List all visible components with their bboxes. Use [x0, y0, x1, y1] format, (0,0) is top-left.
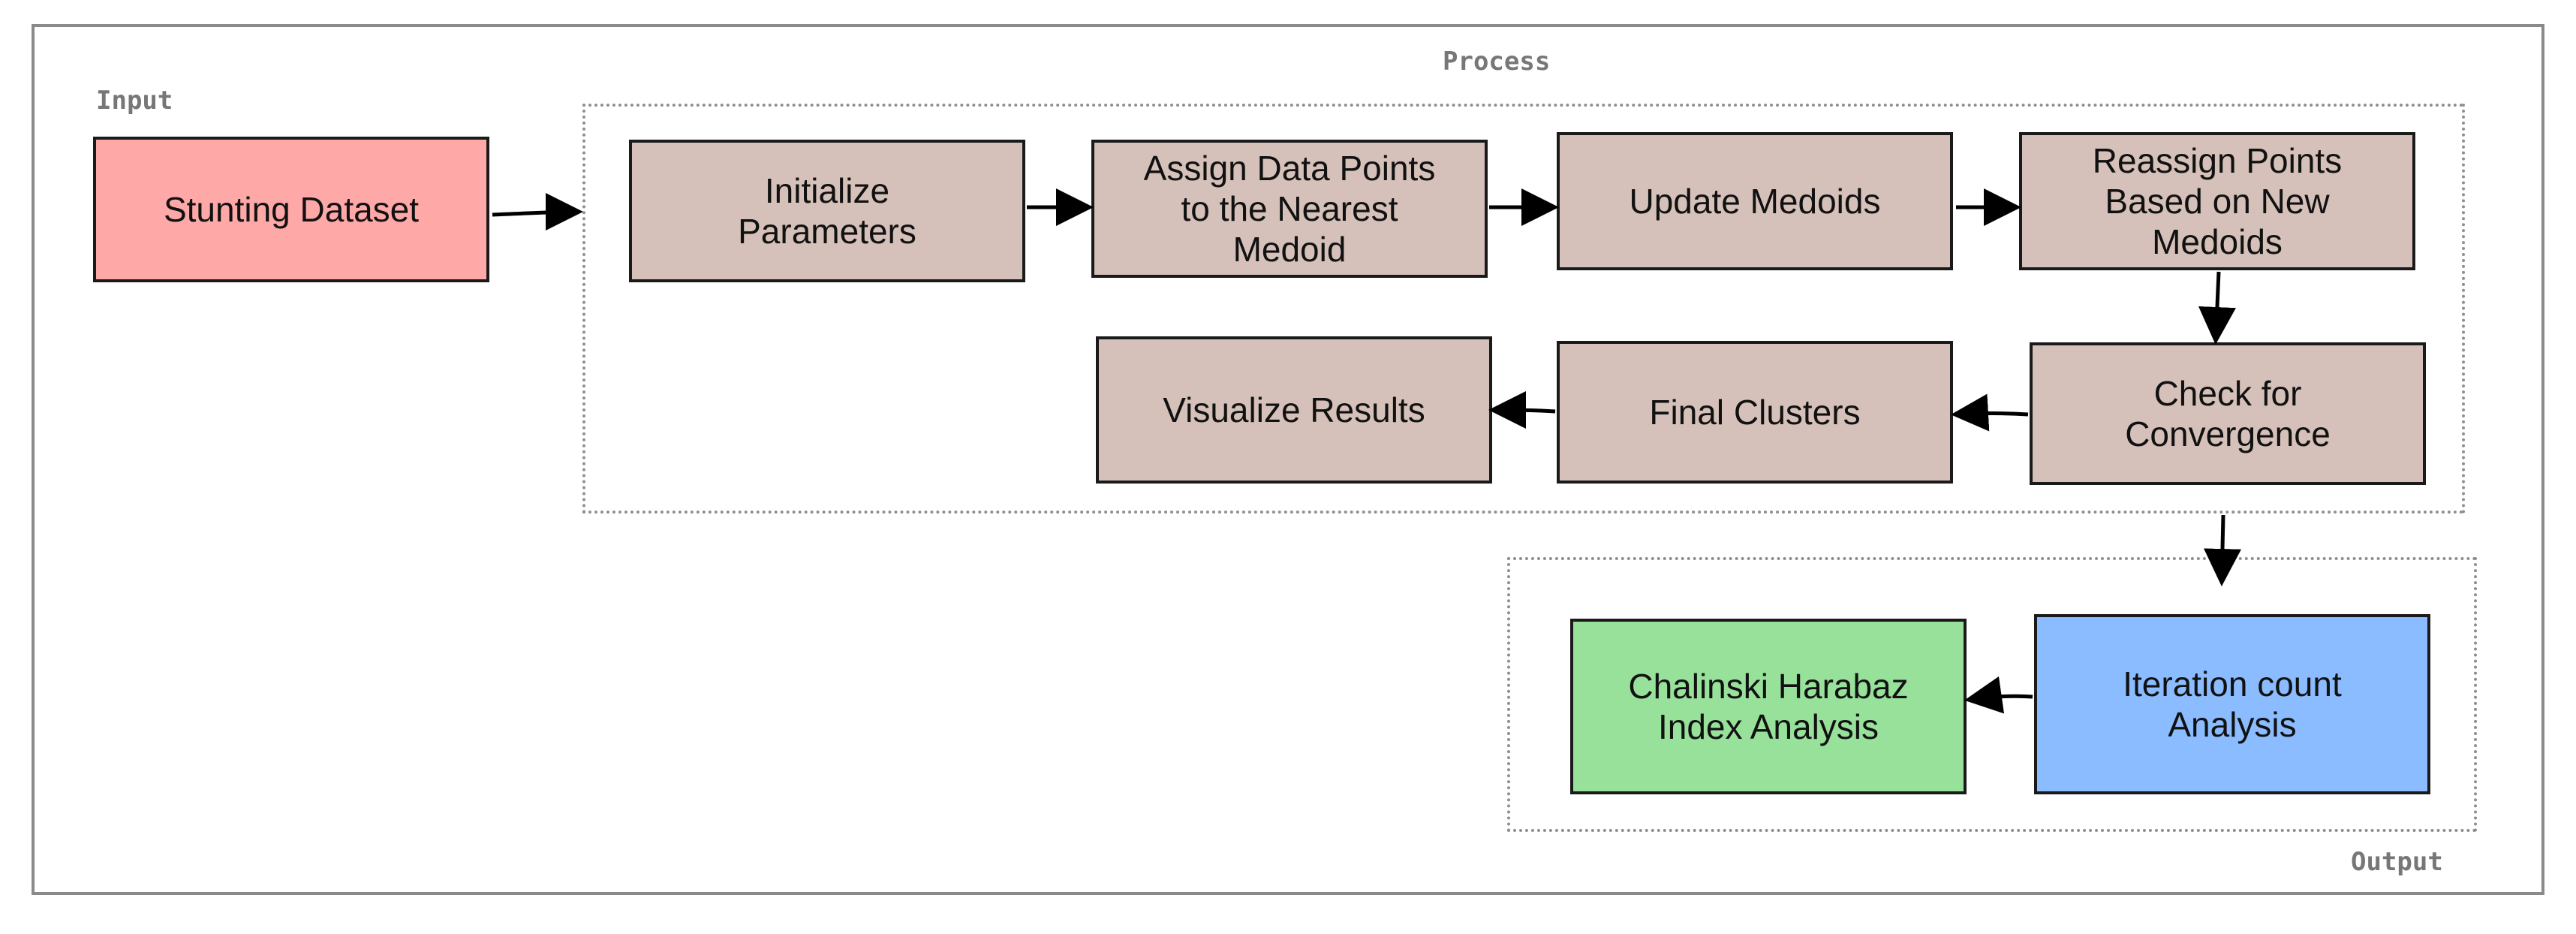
node-chalinski-index-label: Chalinski Harabaz Index Analysis: [1628, 667, 1909, 746]
arrow-iteration-to-chalinski: [1964, 676, 2033, 714]
node-iteration-count: Iteration count Analysis: [2034, 614, 2430, 794]
arrow-final-to-visualize: [1488, 391, 1556, 429]
node-visualize-results-label: Visualize Results: [1163, 390, 1425, 429]
node-reassign-points-label: Reassign Points Based on New Medoids: [2092, 141, 2343, 261]
node-stunting-dataset-label: Stunting Dataset: [163, 190, 420, 229]
arrow-check-to-final: [1951, 393, 2029, 432]
node-update-medoids-label: Update Medoids: [1629, 182, 1881, 221]
node-final-clusters: Final Clusters: [1557, 341, 1953, 484]
node-assign-points-label: Assign Data Points to the Nearest Medoid: [1143, 149, 1436, 269]
arrow-process-to-output: [2204, 514, 2241, 586]
arrow-dataset-to-process: [492, 193, 583, 231]
process-group-label: Process: [1443, 47, 1551, 77]
node-reassign-points: Reassign Points Based on New Medoids: [2019, 132, 2415, 270]
node-stunting-dataset: Stunting Dataset: [93, 137, 489, 282]
output-group: [1507, 557, 2477, 832]
input-group-label: Input: [96, 86, 173, 116]
node-initialize-parameters-label: Initialize Parameters: [738, 171, 916, 251]
node-initialize-parameters: Initialize Parameters: [629, 140, 1025, 282]
node-chalinski-index: Chalinski Harabaz Index Analysis: [1570, 619, 1967, 794]
node-check-convergence-label: Check for Convergence: [2125, 374, 2331, 453]
outer-frame: [32, 24, 2544, 895]
process-group: [582, 104, 2465, 514]
node-update-medoids: Update Medoids: [1557, 132, 1953, 270]
node-iteration-count-label: Iteration count Analysis: [2123, 664, 2342, 744]
arrow-reassign-to-check: [2198, 271, 2236, 345]
node-visualize-results: Visualize Results: [1096, 336, 1492, 484]
output-group-label: Output: [2351, 847, 2443, 877]
node-final-clusters-label: Final Clusters: [1649, 393, 1861, 432]
